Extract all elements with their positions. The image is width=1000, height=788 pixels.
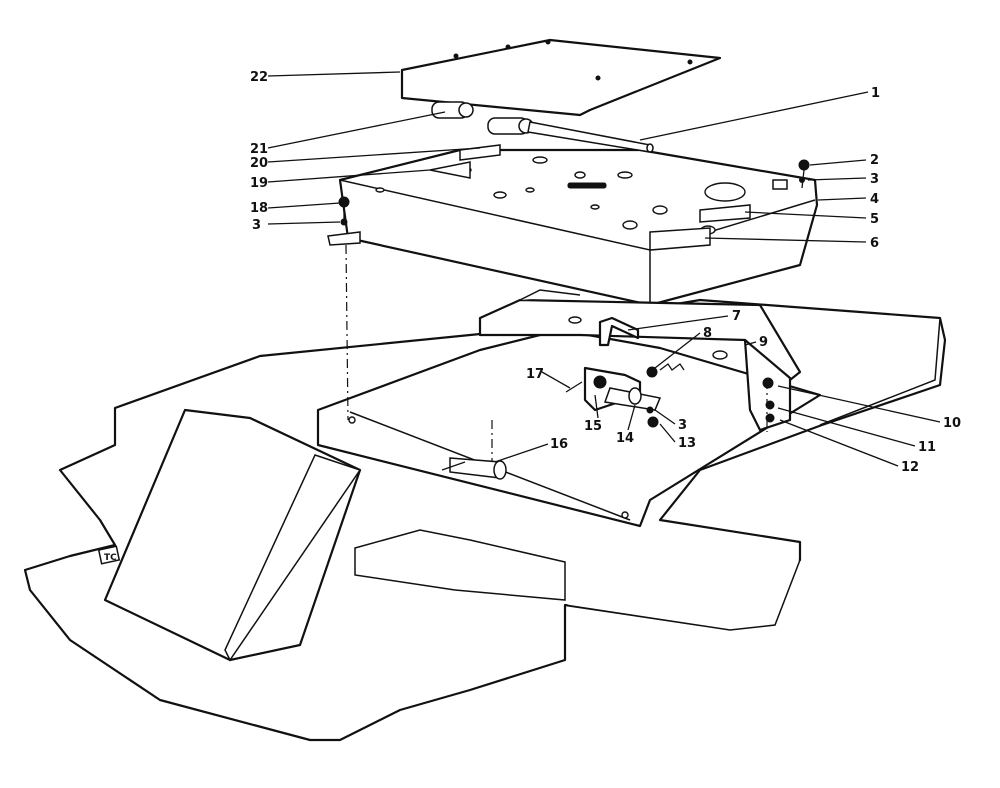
nut-12: [765, 413, 775, 423]
seat-pan: [338, 144, 819, 307]
callout-16: 16: [550, 437, 568, 452]
callout-6: 6: [870, 236, 879, 251]
callouts: 1 2 3 4 5 6 7 8 9 10 11 12 13 3 14 15 16…: [250, 70, 961, 475]
callout-9: 9: [759, 335, 768, 350]
callout-10: 10: [943, 416, 961, 431]
callout-3: 3: [870, 172, 879, 187]
callout-11: 11: [918, 440, 936, 455]
callout-12: 12: [901, 460, 919, 475]
callout-14: 14: [616, 431, 634, 446]
nut-13: [647, 416, 659, 428]
callout-13: 13: [678, 436, 696, 451]
latch-bracket: [583, 366, 662, 412]
svg-text:TC: TC: [104, 553, 117, 563]
callout-5: 5: [870, 212, 879, 227]
callout-17: 17: [526, 367, 544, 382]
callout-1: 1: [871, 86, 880, 101]
callout-19: 19: [250, 176, 268, 191]
fender-pan: TC: [23, 298, 947, 742]
callout-4: 4: [870, 192, 879, 207]
leader-lines: [267, 71, 941, 467]
callout-21: 21: [250, 142, 268, 157]
callout-2: 2: [870, 153, 879, 168]
callout-18: 18: [250, 201, 268, 216]
spring: [659, 363, 685, 371]
callout-20: 20: [250, 156, 268, 171]
seat-top: [400, 38, 722, 153]
washer-11: [765, 400, 775, 410]
bolt-18: [338, 196, 350, 208]
pivot-pin: [441, 457, 507, 480]
callout-3-lower: 3: [678, 418, 687, 433]
pin: [565, 381, 583, 393]
washer-3c: [340, 218, 348, 226]
washer-3a: [799, 177, 805, 183]
callout-8: 8: [703, 326, 712, 341]
bolt-10: [762, 377, 774, 389]
callout-22: 22: [250, 70, 268, 85]
callout-7: 7: [732, 309, 741, 324]
latch-rod: [598, 316, 640, 347]
callout-3-left: 3: [252, 218, 261, 233]
callout-15: 15: [584, 419, 602, 434]
bolt-2: [798, 159, 810, 171]
washer-3b: [646, 406, 654, 414]
bolt-8: [646, 366, 658, 378]
